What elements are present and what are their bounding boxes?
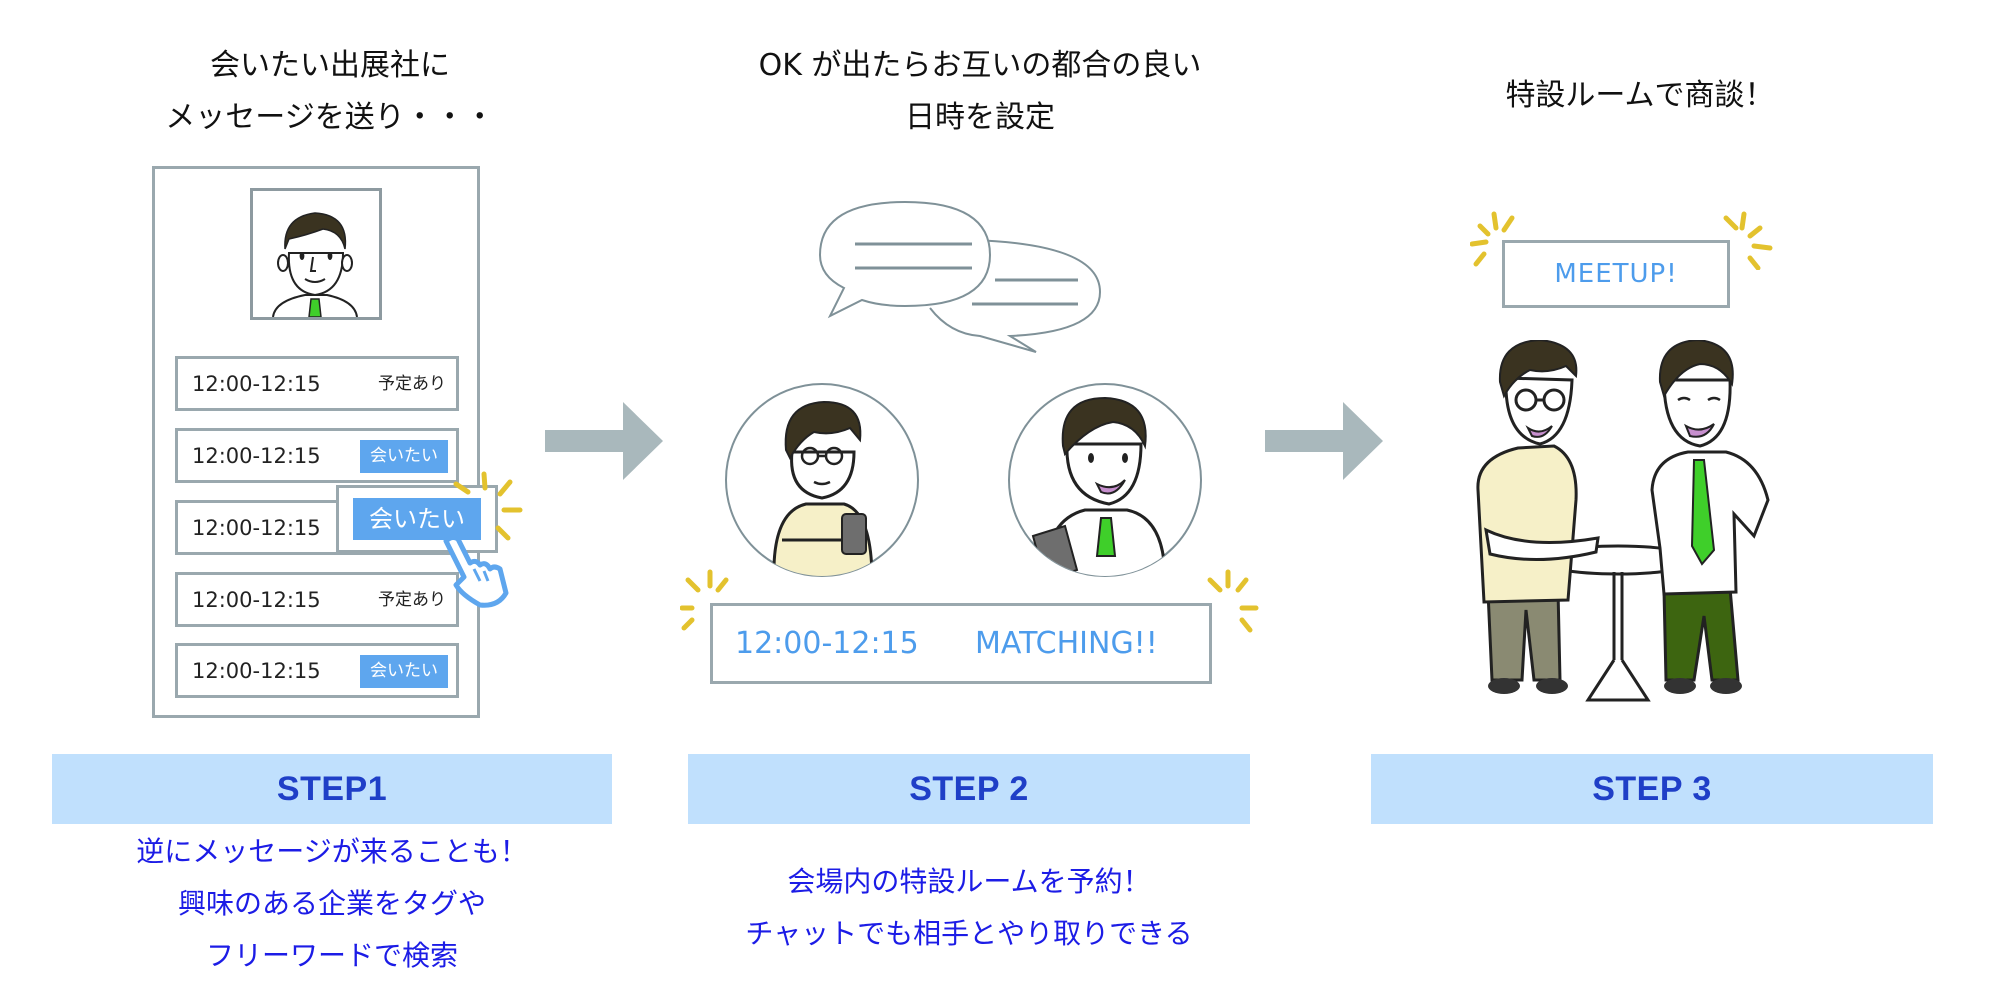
attendee-figure	[1476, 340, 1600, 694]
speech-bubbles-icon	[818, 200, 1102, 353]
slot-time: 12:00-12:15	[192, 588, 321, 612]
step2-caption: OK が出たらお互いの都合の良い 日時を設定	[720, 40, 1240, 144]
slot-time: 12:00-12:15	[192, 372, 321, 396]
slot-time: 12:00-12:15	[192, 516, 321, 540]
step2-caption-line: 日時を設定	[905, 100, 1055, 135]
attendee-avatar-glasses	[725, 383, 919, 577]
step1-description-line: フリーワードで検索	[205, 939, 458, 972]
matching-label: MATCHING!!	[975, 626, 1158, 661]
step1-description-line: 興味のある企業をタグや	[177, 887, 486, 920]
exhibitor-avatar-tablet	[1008, 383, 1202, 577]
profile-photo	[250, 188, 382, 320]
right-arrow-icon	[545, 402, 663, 480]
want-to-meet-button-highlighted[interactable]: 会いたい	[353, 498, 481, 540]
meetup-badge: MEETUP!	[1502, 240, 1730, 308]
slot-time: 12:00-12:15	[192, 659, 321, 683]
time-slot-row: 12:00-12:15 予定あり	[175, 356, 459, 411]
step1-description: 逆にメッセージが来ることも！ 興味のある企業をタグや フリーワードで検索	[52, 826, 612, 982]
step1-label: STEP1	[276, 769, 388, 808]
sparkle-icon	[1470, 211, 1515, 267]
sparkle-icon	[1723, 211, 1773, 270]
time-slot-row: 12:00-12:15 会いたい	[175, 643, 459, 698]
slot-status-booked: 予定あり	[378, 590, 446, 610]
step3-caption: 特設ルームで商談！	[1440, 70, 1840, 122]
step1-description-line: 逆にメッセージが来ることも！	[136, 835, 528, 868]
step1-label-band: STEP1	[52, 754, 612, 824]
time-slot-row: 12:00-12:15 会いたい	[175, 428, 459, 483]
step3-label-band: STEP 3	[1371, 754, 1933, 824]
pointing-hand-icon	[443, 535, 509, 608]
step2-description: 会場内の特設ルームを予約！ チャットでも相手とやり取りできる	[688, 856, 1250, 960]
step3-caption-line: 特設ルームで商談！	[1505, 78, 1775, 113]
step2-label: STEP 2	[909, 769, 1029, 808]
right-arrow-icon	[1265, 402, 1383, 480]
exhibitor-figure	[1650, 340, 1770, 694]
businessman-portrait-icon	[272, 212, 358, 317]
want-to-meet-button[interactable]: 会いたい	[360, 655, 448, 688]
step1-caption: 会いたい出展社に メッセージを送り・・・	[120, 40, 540, 144]
sparkle-icon	[453, 471, 523, 541]
sparkle-icon	[1207, 569, 1259, 633]
matched-time: 12:00-12:15	[735, 626, 919, 661]
slot-time: 12:00-12:15	[192, 444, 321, 468]
step1-caption-line: 会いたい出展社に	[210, 48, 450, 83]
meetup-label: MEETUP!	[1554, 259, 1678, 289]
time-slot-row: 12:00-12:15 予定あり	[175, 572, 459, 627]
highlighted-slot-popup: 会いたい	[336, 485, 498, 553]
step3-label: STEP 3	[1592, 769, 1712, 808]
step2-label-band: STEP 2	[688, 754, 1250, 824]
business-meeting-illustration	[1476, 340, 1770, 702]
sparkle-icon	[680, 569, 729, 631]
step1-caption-line: メッセージを送り・・・	[165, 100, 495, 135]
want-to-meet-button[interactable]: 会いたい	[360, 440, 448, 473]
step2-caption-line: OK が出たらお互いの都合の良い	[758, 48, 1202, 83]
slot-status-booked: 予定あり	[378, 374, 446, 394]
step2-description-line: 会場内の特設ルームを予約！	[787, 865, 1151, 898]
step2-description-line: チャットでも相手とやり取りできる	[745, 917, 1193, 950]
matching-confirmation-box: 12:00-12:15 MATCHING!!	[710, 603, 1212, 684]
